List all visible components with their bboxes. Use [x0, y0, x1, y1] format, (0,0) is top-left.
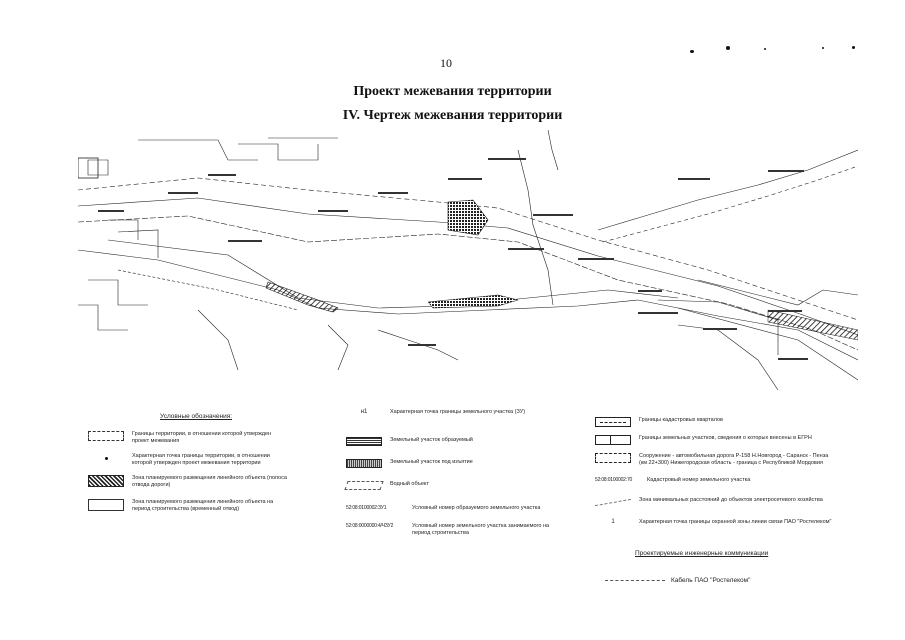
legend-text: Зона планируемого размещения линейного о… — [132, 499, 274, 512]
legend-text: Границы территории, в отношении которой … — [132, 431, 272, 444]
speck — [822, 47, 824, 49]
legend-item: Зона планируемого размещения линейного о… — [88, 475, 288, 489]
legend: Условные обозначения: Границы территории… — [80, 405, 840, 600]
speck — [852, 46, 855, 49]
legend-item: Водный объект — [344, 481, 526, 490]
legend-item: Земельный участок под изъятие — [346, 459, 526, 468]
cadastral-map — [78, 130, 858, 391]
dash-line-symbol — [595, 493, 631, 507]
legend-text: Кадастровый номер земельного участка — [647, 477, 751, 483]
legend-text: Границы кадастровых кварталов — [639, 417, 723, 423]
projected-heading: Проектируемые инженерные коммуникации — [635, 550, 769, 557]
grid-box-symbol — [346, 459, 382, 468]
legend-text: Зона минимальных расстояний до объектов … — [639, 497, 823, 503]
dot-symbol — [88, 453, 124, 463]
legend-item: Границы земельных участков, сведения о к… — [595, 435, 835, 445]
projected-item: Кабель ПАО "Ростелеком" — [605, 577, 750, 584]
cadastral-label-symbol: 52:08:0100002:ЗУ1 — [346, 505, 387, 511]
legend-item: 52:08:0100002:70 Кадастровый номер земел… — [595, 477, 835, 484]
road-box-symbol — [595, 453, 631, 463]
legend-item: 1 Характерная точка границы охранной зон… — [595, 519, 835, 529]
legend-text: Характерная точка границы территории, в … — [132, 453, 270, 466]
projected-item-text: Кабель ПАО "Ростелеком" — [671, 577, 751, 584]
legend-text: Сооружение - автомобильная дорога Р-158 … — [639, 453, 829, 466]
water-symbol — [344, 481, 384, 490]
legend-item: Зона минимальных расстояний до объектов … — [595, 493, 835, 507]
legend-text: Условный номер образуемого земельного уч… — [412, 505, 541, 511]
thin-box-symbol — [88, 499, 124, 511]
legend-item: Сооружение - автомобильная дорога Р-158 … — [595, 453, 835, 467]
legend-text: Зона планируемого размещения линейного о… — [132, 475, 287, 488]
kk-box-symbol — [595, 417, 631, 427]
page-subtitle: IV. Чертеж межевания территории — [342, 108, 563, 123]
point-label-symbol: 1 — [611, 519, 615, 525]
legend-text: Водный объект — [390, 481, 429, 487]
speck — [690, 50, 694, 53]
cadastral-label-symbol: 52:08:0100002:70 — [595, 477, 633, 483]
legend-text: Земельный участок образуемый — [390, 437, 473, 443]
page-number: 10 — [440, 56, 452, 70]
legend-item: 52:08:0100002:ЗУ1 Условный номер образуе… — [346, 505, 566, 512]
legend-item: Границы кадастровых кварталов — [595, 417, 835, 427]
legend-item: Характерная точка границы территории, в … — [88, 453, 288, 467]
legend-heading: Условные обозначения: — [160, 413, 233, 420]
legend-text: Характерная точка границы охранной зоны … — [639, 519, 832, 525]
dash-box-symbol — [88, 431, 124, 441]
page-title: Проект межевания территории — [353, 84, 552, 99]
legend-item: Зона планируемого размещения линейного о… — [88, 499, 288, 513]
legend-text: Границы земельных участков, сведения о к… — [639, 435, 812, 441]
point-label-symbol: н1 — [360, 409, 368, 415]
speck — [726, 46, 730, 50]
legend-text: Условный номер земельного участка занима… — [412, 523, 550, 536]
legend-text: Земельный участок под изъятие — [390, 459, 473, 465]
legend-item: н1 Характерная точка границы земельного … — [346, 409, 526, 419]
dense-box-symbol — [346, 437, 382, 446]
legend-item: Границы территории, в отношении которой … — [88, 431, 288, 445]
egrn-box-symbol — [595, 435, 631, 445]
speck — [764, 48, 766, 50]
legend-item: Земельный участок образуемый — [346, 437, 526, 446]
legend-text: Характерная точка границы земельного уча… — [390, 409, 526, 415]
legend-item: 52:08:0000000:4/ЧЗУ2 Условный номер земе… — [346, 523, 566, 537]
cable-line-symbol — [605, 580, 665, 581]
hatch-box-symbol — [88, 475, 124, 487]
cadastral-label-symbol: 52:08:0000000:4/ЧЗУ2 — [346, 523, 394, 529]
